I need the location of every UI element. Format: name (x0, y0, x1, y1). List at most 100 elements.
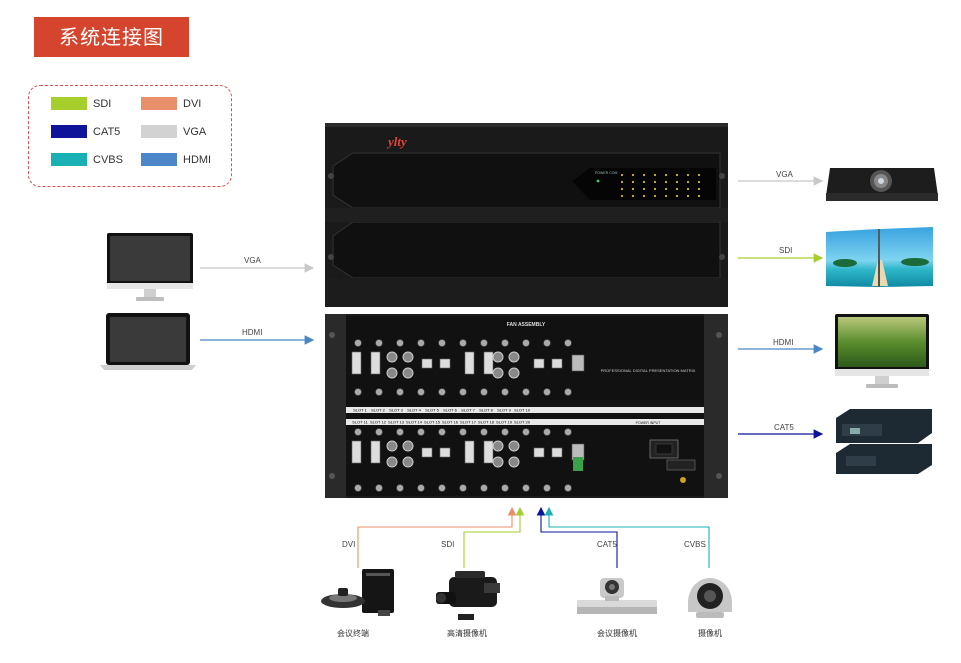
rj45-port (551, 447, 563, 458)
conference-terminal-caption: 会议终端 (337, 629, 369, 638)
slot-label: SLOT 10 (514, 408, 531, 413)
rj45-port (421, 447, 433, 458)
rear-ports-bottom (351, 428, 585, 492)
led-dot (653, 187, 657, 191)
slot-label: SLOT 6 (443, 408, 457, 413)
cvbs-camera-icon (688, 578, 732, 618)
bnc-connector (459, 484, 467, 492)
bnc-connector (522, 339, 530, 347)
led-dot (653, 173, 657, 177)
hdmi-input-label: HDMI (242, 328, 263, 337)
legend-label: HDMI (183, 153, 212, 166)
bnc-connector (501, 388, 509, 396)
led-dot (642, 187, 646, 191)
led-dot (697, 194, 701, 198)
led-dot (675, 180, 679, 184)
sdi-input-line (463, 506, 525, 568)
bnc-connector (354, 339, 362, 347)
led-dot (653, 180, 657, 184)
bnc-connector (459, 388, 467, 396)
dvi-input-label: DVI (342, 540, 356, 549)
legend-item-cvbs: CVBS (51, 153, 123, 166)
bnc-connector (354, 388, 362, 396)
slot-label: SLOT 18 (478, 420, 495, 425)
bnc-connector (522, 428, 530, 436)
led-dot (631, 173, 635, 177)
front-power-label: POWER COM (595, 171, 617, 175)
bnc-connector (459, 428, 467, 436)
fan-assembly-label: FAN ASSEMBLY (507, 322, 546, 328)
page-title: 系统连接图 (34, 17, 189, 57)
bnc-connector (396, 388, 404, 396)
bnc-large-connector (508, 367, 520, 379)
bnc-connector (375, 388, 383, 396)
slot-label: SLOT 5 (425, 408, 439, 413)
slot-label: SLOT 9 (497, 408, 511, 413)
bnc-connector (480, 428, 488, 436)
cat5-output-label: CAT5 (774, 423, 794, 432)
bnc-connector (354, 428, 362, 436)
slot-label: SLOT 19 (496, 420, 513, 425)
dvi-port (351, 351, 362, 375)
dvi-port (351, 440, 362, 464)
conference-camera-icon (577, 578, 657, 614)
hd-camcorder-icon (436, 571, 500, 620)
cat5-input-label: CAT5 (597, 540, 617, 549)
rj45-port (551, 358, 563, 369)
dvi-port (464, 351, 475, 375)
legend-label: VGA (183, 125, 207, 138)
bnc-connector (522, 484, 530, 492)
slot-label: SLOT 20 (514, 420, 531, 425)
bnc-connector (417, 428, 425, 436)
legend-label: DVI (183, 97, 202, 110)
legend-swatch-dvi (141, 97, 177, 110)
slot-label: SLOT 1 (353, 408, 367, 413)
led-dot (697, 180, 701, 184)
cvbs-camera-caption: 摄像机 (698, 629, 722, 638)
cat5-extender-icon (836, 409, 932, 474)
slot-label: SLOT 8 (479, 408, 493, 413)
vga-output-label: VGA (776, 170, 793, 179)
legend-item-dvi: DVI (141, 97, 201, 110)
cvbs-input-line (544, 506, 710, 568)
bnc-large-connector (402, 367, 414, 379)
legend-label: CVBS (93, 153, 123, 166)
rj45-port (533, 358, 545, 369)
bnc-connector (564, 484, 572, 492)
legend: SDI DVI CAT5 VGA CVBS HDMI (28, 85, 232, 187)
bnc-connector (564, 339, 572, 347)
terminal-block (573, 457, 583, 471)
bnc-connector (501, 484, 509, 492)
legend-swatch-hdmi (141, 153, 177, 166)
bnc-large-connector (508, 351, 520, 363)
led-dot (697, 187, 701, 191)
bnc-connector (522, 388, 530, 396)
legend-swatch-cvbs (51, 153, 87, 166)
rj45-port (439, 447, 451, 458)
bnc-large-connector (492, 456, 504, 468)
bnc-large-connector (402, 351, 414, 363)
led-dot (620, 194, 624, 198)
slot-label: SLOT 16 (442, 420, 459, 425)
bnc-connector (354, 484, 362, 492)
led-dot (686, 180, 690, 184)
led-dot (686, 194, 690, 198)
led-dot (642, 180, 646, 184)
led-dot (642, 173, 646, 177)
matrix-rear-chassis (325, 314, 728, 498)
slot-label: SLOT 12 (370, 420, 387, 425)
bnc-large-connector (492, 440, 504, 452)
bnc-large-connector (508, 456, 520, 468)
brand-logo: ylty (386, 134, 407, 149)
legend-label: SDI (93, 97, 112, 110)
dvi-port (483, 440, 494, 464)
bnc-connector (438, 484, 446, 492)
legend-item-cat5: CAT5 (51, 125, 120, 138)
led-indicator-array (596, 173, 701, 198)
led-dot (631, 194, 635, 198)
dvi-port (370, 351, 381, 375)
legend-swatch-sdi (51, 97, 87, 110)
conference-terminal-icon (321, 569, 394, 616)
led-dot (620, 180, 624, 184)
